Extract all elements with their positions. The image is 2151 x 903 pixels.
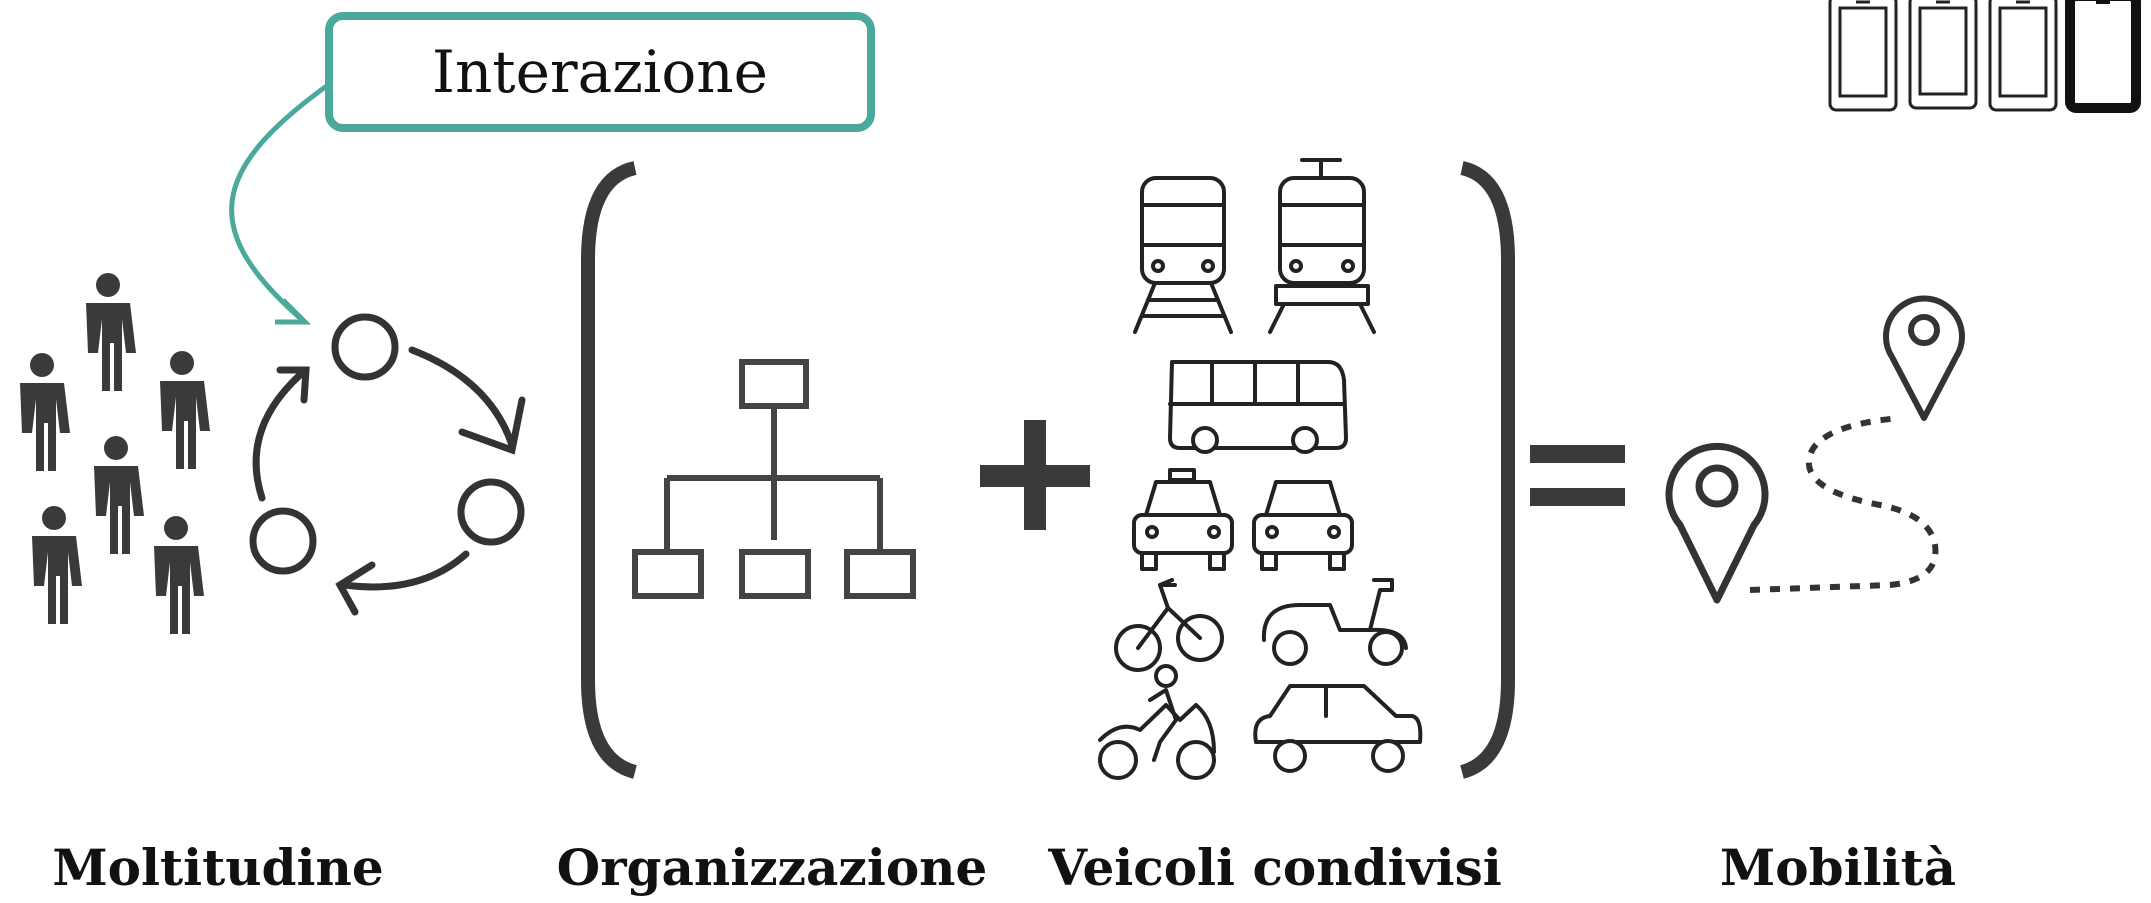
callout-arrowhead	[275, 298, 312, 325]
train-icon	[1133, 176, 1233, 334]
caption-mobility: Mobilità	[1719, 838, 1957, 897]
slide-indicator	[1828, 0, 2141, 113]
tram-icon	[1268, 158, 1376, 334]
cycle-arrows-icon	[249, 313, 526, 616]
interaction-callout: Interazione	[325, 12, 875, 132]
motorcycle-icon	[1098, 664, 1216, 780]
caption-organization: Organizzazione	[556, 838, 988, 897]
map-pin-icon	[1665, 442, 1769, 604]
equals-icon	[1530, 445, 1625, 506]
car-side-icon	[1253, 684, 1423, 773]
bicycle-icon	[1114, 578, 1224, 672]
right-bracket	[1459, 161, 1515, 779]
org-chart-icon	[632, 359, 916, 599]
bus-icon	[1168, 360, 1348, 454]
plus-icon	[980, 420, 1090, 530]
route-icon	[1749, 415, 1939, 593]
left-bracket	[581, 161, 638, 779]
car-front-icon	[1252, 480, 1354, 571]
slide-thumb-2[interactable]	[1908, 0, 1978, 110]
map-pin-icon	[1883, 295, 1965, 421]
callout-arrow	[229, 82, 330, 320]
slide-thumb-4-active[interactable]	[2065, 0, 2141, 113]
taxi-icon	[1132, 468, 1234, 571]
scooter-icon	[1261, 578, 1408, 666]
caption-crowd: Moltitudine	[52, 838, 384, 897]
people-group-icon	[20, 273, 210, 634]
caption-vehicles: Veicoli condivisi	[1048, 838, 1502, 897]
slide-thumb-3[interactable]	[1988, 0, 2058, 112]
slide-thumb-1[interactable]	[1828, 0, 1898, 112]
callout-label: Interazione	[432, 38, 768, 106]
